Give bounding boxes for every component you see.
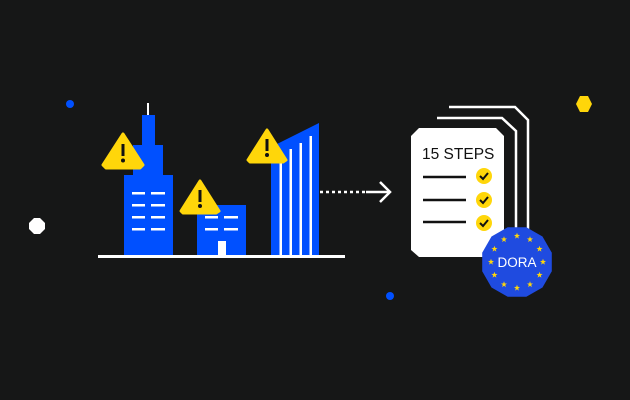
arrow-right-icon [320,181,392,203]
star-icon [488,258,494,265]
document-title: 15 STEPS [422,146,494,163]
warning-icon [179,179,221,215]
tall-building [124,103,173,255]
small-building [197,205,246,255]
star-icon [501,281,507,288]
dora-eu-badge: DORA [482,227,552,297]
star-icon [491,271,498,278]
check-icon [476,192,492,208]
warning-icon [101,132,145,170]
white-octagon-dot [29,218,45,234]
check-icon [476,168,492,184]
star-icon [540,258,546,265]
yellow-hexagon-dot [576,96,592,112]
back-pages [437,105,530,250]
star-icon [501,236,507,243]
steps-document: 15 STEPS [411,128,504,257]
check-icon [476,215,492,231]
star-icon [514,232,520,239]
star-icon [514,284,520,291]
ground-line [98,255,345,258]
blue-dot [66,100,74,108]
star-icon [527,236,533,243]
badge-label: DORA [497,255,536,270]
star-icon [491,245,498,252]
star-icon [536,245,543,252]
warning-icon [246,128,288,164]
star-icon [527,281,533,288]
star-icon [536,271,543,278]
blue-dot [386,292,394,300]
